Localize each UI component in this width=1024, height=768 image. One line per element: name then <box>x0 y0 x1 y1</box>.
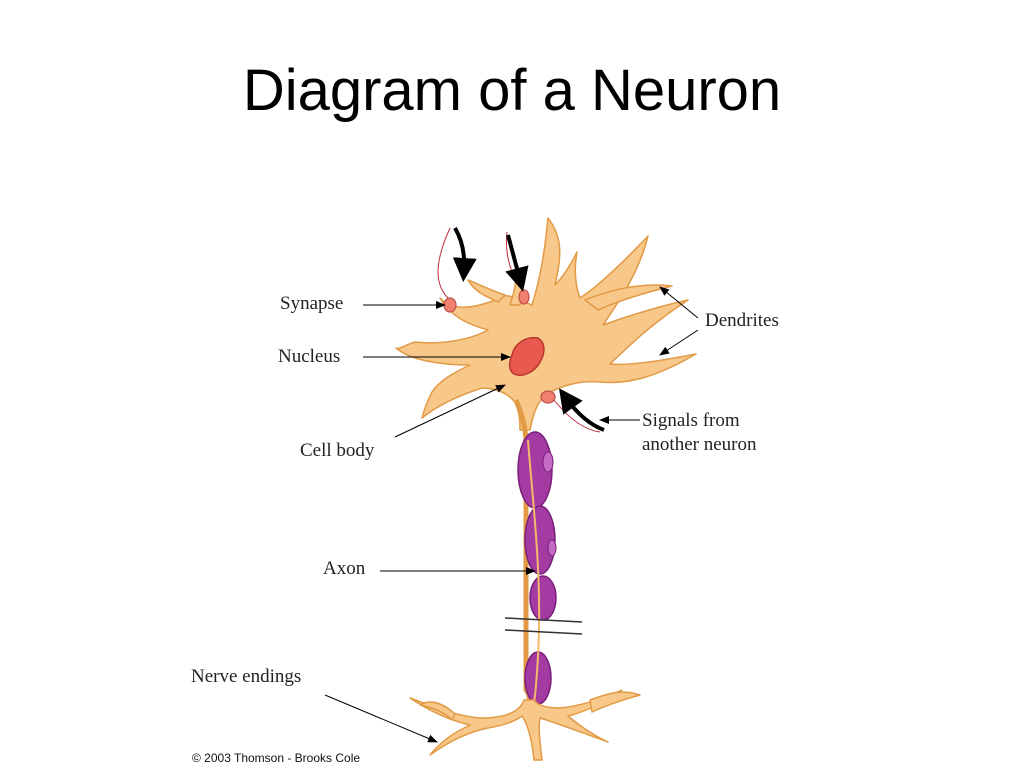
axon <box>504 399 583 706</box>
label-nucleus: Nucleus <box>278 346 340 367</box>
synapse-terminals <box>443 289 556 404</box>
signal-arrows <box>452 226 605 432</box>
nucleus <box>508 336 545 376</box>
nerve-endings <box>409 689 641 761</box>
page-title: Diagram of a Neuron <box>242 58 782 123</box>
pointer-lines <box>324 286 699 743</box>
label-signals-line1: Signals from <box>642 410 740 431</box>
label-axon: Axon <box>323 558 366 579</box>
label-synapse: Synapse <box>280 293 343 314</box>
label-dendrites: Dendrites <box>705 310 779 331</box>
copyright-credit: © 2003 Thomson - Brooks Cole <box>192 751 360 765</box>
label-nerve-endings: Nerve endings <box>191 666 301 687</box>
label-cell-body: Cell body <box>300 440 375 461</box>
label-signals-line2: another neuron <box>642 434 757 455</box>
